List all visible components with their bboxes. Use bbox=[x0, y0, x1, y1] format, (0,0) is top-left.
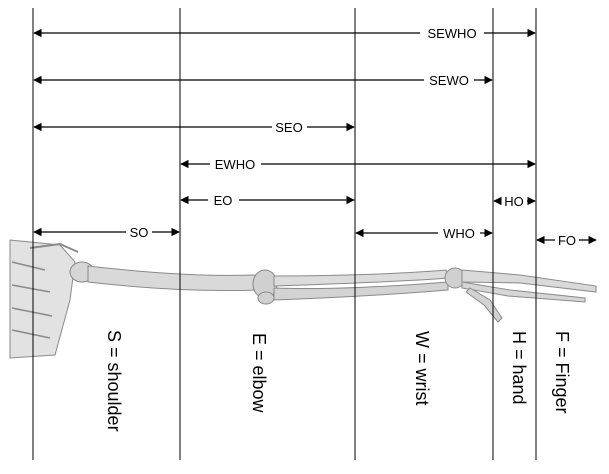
elbow-label: E = elbow bbox=[249, 333, 269, 413]
sewho-label: SEWHO bbox=[427, 26, 476, 41]
hand-label: H = hand bbox=[509, 331, 529, 405]
ewho-label: EWHO bbox=[215, 157, 255, 172]
shoulder-label: S = shoulder bbox=[104, 330, 124, 432]
eo-label: EO bbox=[214, 193, 233, 208]
ho-label: HO bbox=[504, 194, 524, 209]
sewo-label: SEWO bbox=[429, 73, 469, 88]
so-label: SO bbox=[130, 225, 149, 240]
wrist-label: W = wrist bbox=[412, 331, 432, 406]
arm-skeleton-illustration bbox=[9, 239, 597, 359]
finger-label: F = Finger bbox=[552, 331, 572, 414]
seo-label: SEO bbox=[275, 120, 302, 135]
fo-label: FO bbox=[558, 233, 576, 248]
who-label: WHO bbox=[443, 226, 475, 241]
